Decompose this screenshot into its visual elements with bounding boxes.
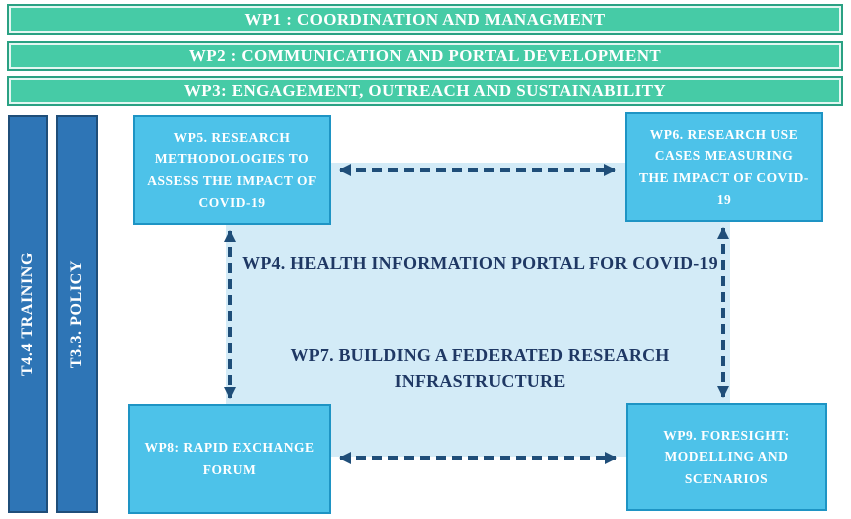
box-wp9: WP9. FORESIGHT: MODELLING AND SCENARIOS [626,403,827,511]
bar-t44-label: T4.4 TRAINING [19,252,36,376]
box-wp6: WP6. RESEARCH USE CASES MEASURING THE IM… [625,112,823,222]
bar-wp2: WP2 : COMMUNICATION AND PORTAL DEVELOPME… [7,41,843,71]
center-wp4-label: WP4. HEALTH INFORMATION PORTAL FOR COVID… [242,253,718,273]
box-wp8-label: WP8: RAPID EXCHANGE FORUM [144,440,315,477]
bar-wp1-label: WP1 : COORDINATION AND MANAGMENT [244,9,606,29]
bar-wp3: WP3: ENGAGEMENT, OUTREACH AND SUSTAINABI… [7,76,843,106]
box-wp5: WP5. RESEARCH METHODOLOGIES TO ASSESS TH… [133,115,331,225]
bar-wp1: WP1 : COORDINATION AND MANAGMENT [7,4,843,35]
bar-t33-policy: T3.3. POLICY [56,115,98,513]
box-wp9-label: WP9. FORESIGHT: MODELLING AND SCENARIOS [663,427,790,486]
box-wp8: WP8: RAPID EXCHANGE FORUM [128,404,331,514]
bar-wp3-label: WP3: ENGAGEMENT, OUTREACH AND SUSTAINABI… [183,81,667,100]
bar-wp2-label: WP2 : COMMUNICATION AND PORTAL DEVELOPME… [188,46,662,65]
center-wp7-label: WP7. BUILDING A FEDERATED RESEARCH INFRA… [290,345,670,392]
bar-t33-label: T3.3. POLICY [68,259,85,369]
box-wp5-label: WP5. RESEARCH METHODOLOGIES TO ASSESS TH… [147,129,317,210]
bar-t44-training: T4.4 TRAINING [8,115,48,513]
box-wp6-label: WP6. RESEARCH USE CASES MEASURING THE IM… [639,126,809,207]
